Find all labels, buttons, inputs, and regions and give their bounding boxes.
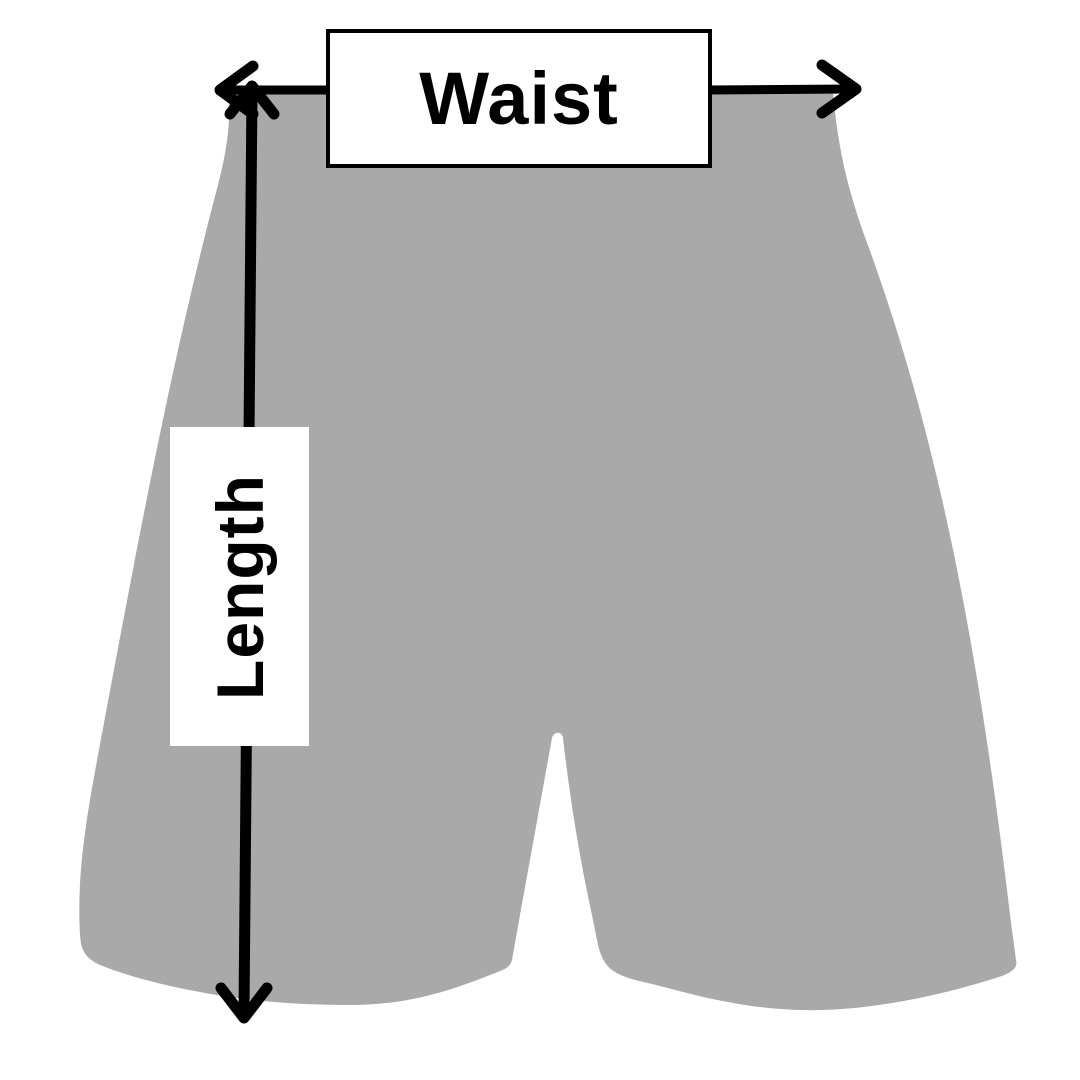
length-label-box: Length xyxy=(170,427,309,746)
length-arrow-head-bottom-icon xyxy=(215,982,273,1024)
waist-label: Waist xyxy=(419,57,619,140)
waist-label-box: Waist xyxy=(326,29,712,168)
waist-arrow-head-right-icon xyxy=(816,59,862,119)
shorts-icon xyxy=(79,92,1017,1011)
length-arrow-head-top-icon xyxy=(224,80,280,120)
length-label: Length xyxy=(202,473,277,700)
waist-arrow-line-right xyxy=(703,84,857,95)
